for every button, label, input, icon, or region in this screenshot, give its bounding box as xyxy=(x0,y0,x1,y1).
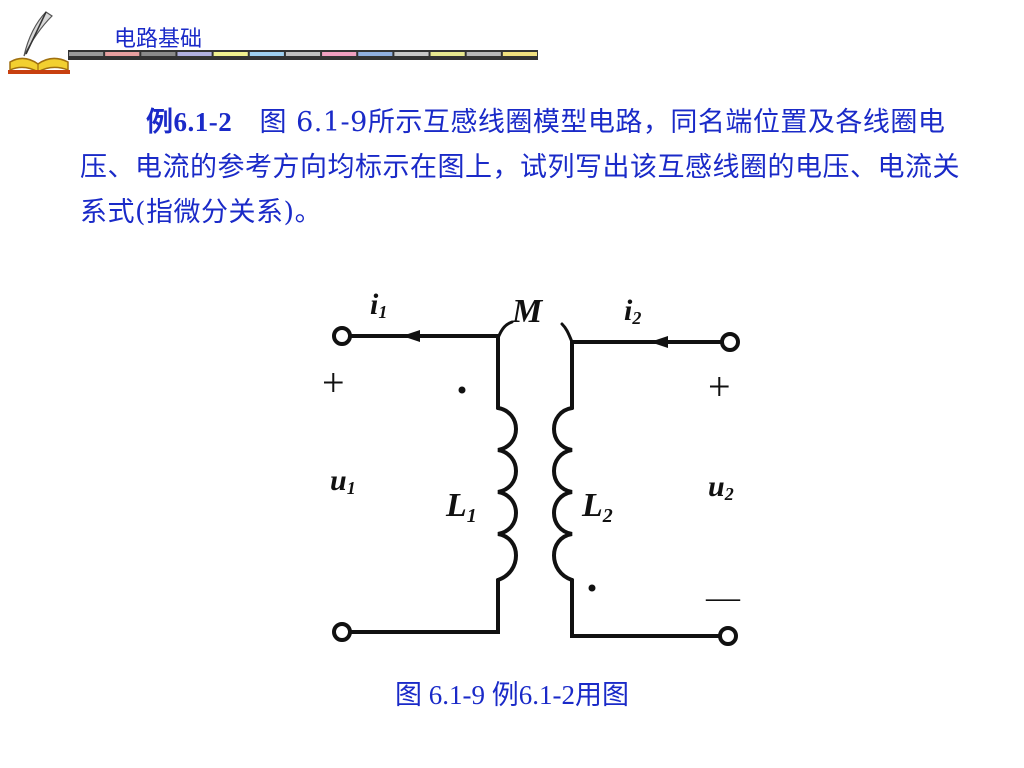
dot-marker-l1 xyxy=(458,386,466,394)
header-bar-segment xyxy=(466,52,501,56)
mutual-arc-right xyxy=(560,322,574,344)
problem-label: 例6.1-2 xyxy=(146,107,233,137)
label-l2: L2 xyxy=(581,487,613,527)
header-bar-segment xyxy=(430,52,465,56)
header-bar-segment xyxy=(141,52,176,56)
header-bar-segment xyxy=(285,52,321,56)
quill-book-logo-icon xyxy=(8,11,70,74)
coil-l2 xyxy=(552,406,574,582)
figure-caption: 图 6.1-9 例6.1-2用图 xyxy=(395,680,629,710)
header-color-bar xyxy=(68,50,538,60)
label-i1: i1 xyxy=(370,288,387,322)
header-bar-segment xyxy=(177,52,212,56)
header-bar-segment xyxy=(105,52,140,56)
label-i2: i2 xyxy=(624,294,641,328)
label-m: M xyxy=(511,293,544,330)
header-bar-segment xyxy=(502,52,537,56)
header-bar-segment xyxy=(213,52,248,56)
terminal-left-top xyxy=(332,326,352,346)
terminal-right-top xyxy=(720,332,740,352)
arrow-i1-icon xyxy=(402,330,420,342)
terminal-left-bottom xyxy=(332,622,352,642)
label-minus-right: — xyxy=(705,579,741,616)
header-bar-segment xyxy=(394,52,429,56)
label-u2: u2 xyxy=(708,470,734,504)
mutual-inductance-circuit: i1 M i2 + + u1 u2 L1 L2 — xyxy=(322,288,741,646)
header-bar-segment xyxy=(69,52,104,56)
header-title: 电路基础 xyxy=(114,27,203,52)
wire-right-top xyxy=(570,340,724,410)
terminal-right-bottom xyxy=(718,626,738,646)
wire-left-top xyxy=(348,334,500,410)
label-plus-left: + xyxy=(322,360,345,405)
wire-left-bottom xyxy=(348,578,500,634)
arrow-i2-icon xyxy=(650,336,668,348)
header-bar-segment xyxy=(249,52,284,56)
label-u1: u1 xyxy=(330,464,356,498)
label-plus-right: + xyxy=(708,364,731,409)
problem-text: 图 6.1-9所示互感线圈模型电路，同名端位置及各线圈电压、电流的参考方向均标示… xyxy=(80,107,960,228)
header-bar-segment xyxy=(322,52,357,56)
problem-paragraph: 例6.1-2 图 6.1-9所示互感线圈模型电路，同名端位置及各线圈电压、电流的… xyxy=(80,100,960,235)
label-l1: L1 xyxy=(445,487,477,527)
wire-right-bottom xyxy=(570,578,722,638)
mutual-arc-left xyxy=(496,320,514,340)
header-bar-segment xyxy=(358,52,393,56)
coil-l1 xyxy=(496,406,518,582)
dot-marker-l2 xyxy=(588,584,596,592)
